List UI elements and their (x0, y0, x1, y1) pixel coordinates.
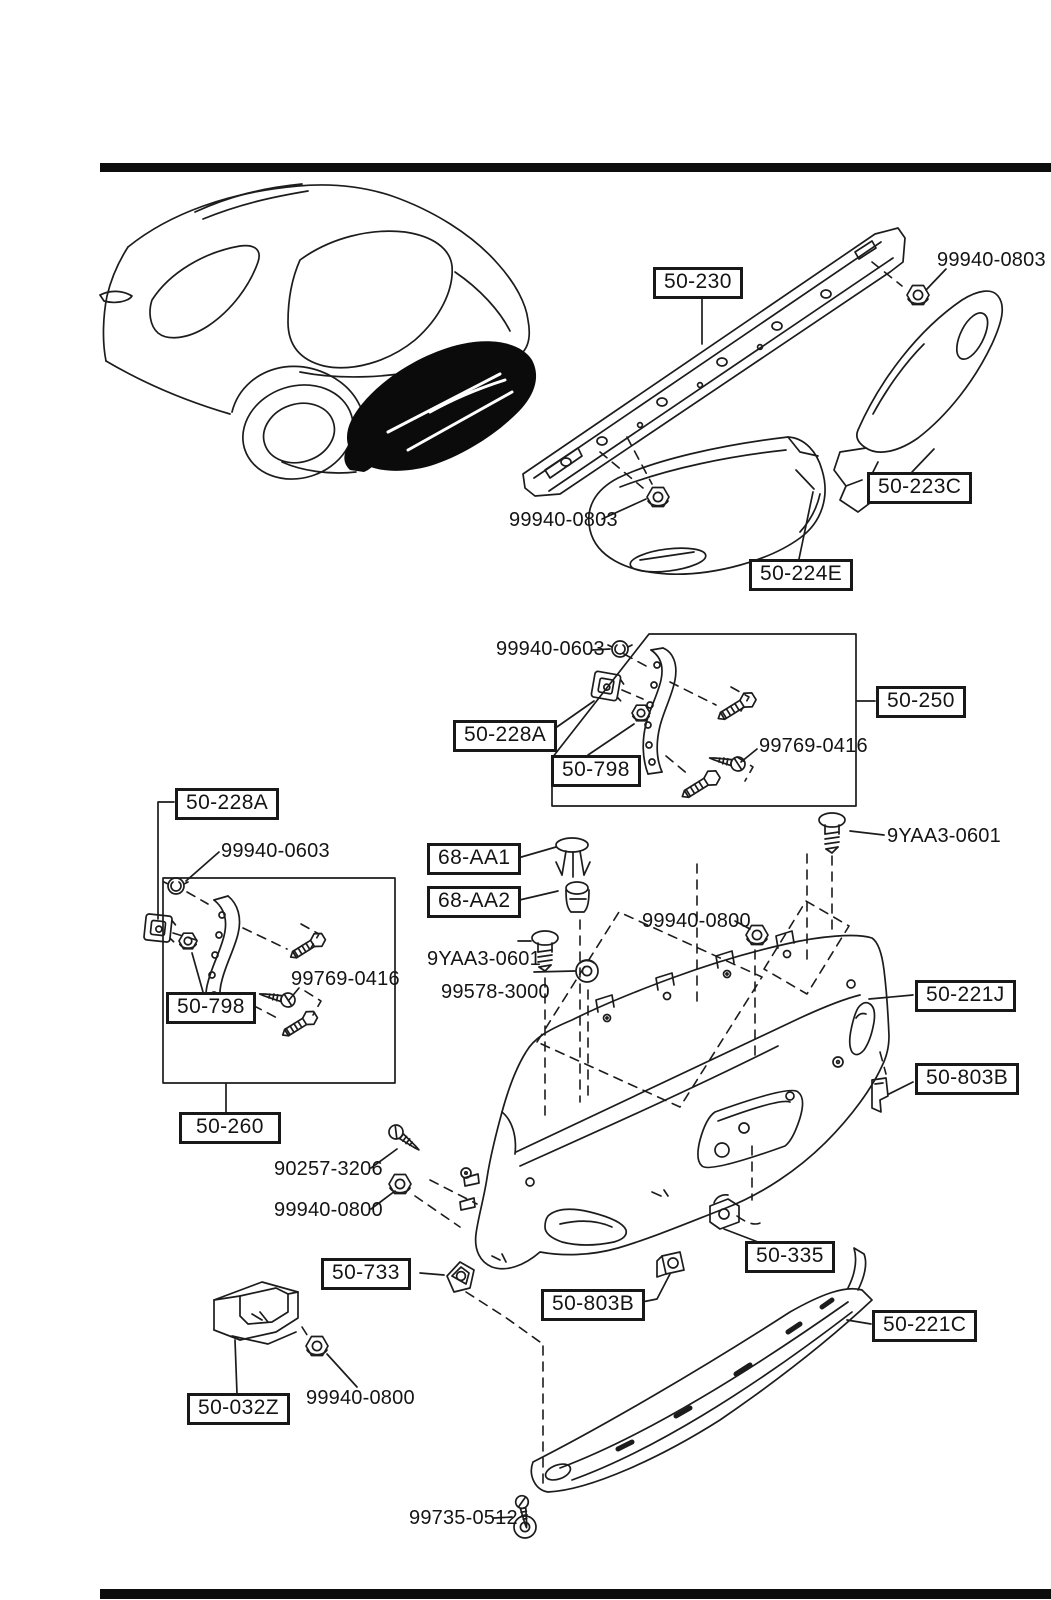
leader-lines (158, 269, 946, 1518)
callout-50-223C: 50-223C (867, 472, 973, 505)
label-99940-0800-bottom: 99940-0800 (306, 1387, 415, 1409)
clip-68-AA2 (566, 882, 589, 912)
label-9YAA3-0601-right: 9YAA3-0601 (887, 825, 1001, 847)
clip-50-733 (447, 1262, 474, 1292)
screw-90257-3206 (385, 1121, 425, 1157)
part-50-224E-center-piece (589, 437, 825, 576)
callout-50-733: 50-733 (321, 1258, 411, 1291)
callout-50-221J: 50-221J (915, 980, 1016, 1013)
clip-50-335 (710, 1195, 739, 1229)
callout-50-228A-mid: 50-228A (453, 720, 558, 753)
callout-50-798-left: 50-798 (166, 992, 256, 1025)
label-99940-0800-upper: 99940-0800 (642, 910, 751, 932)
nut-99940-0803-mid (646, 486, 670, 508)
nut-99940-0803-top (906, 284, 930, 306)
top-rule (100, 163, 1051, 172)
label-99769-0416-left: 99769-0416 (291, 968, 400, 990)
car-illustration (100, 184, 537, 493)
callout-50-032Z: 50-032Z (187, 1393, 291, 1426)
nut-99940-0800-bottom (305, 1335, 329, 1357)
callout-50-803B-right: 50-803B (915, 1063, 1020, 1096)
label-99940-0800-left: 99940-0800 (274, 1199, 383, 1221)
small-clips (447, 1195, 739, 1292)
part-50-032Z-bracket (214, 1282, 298, 1344)
clip-68-AA1 (556, 838, 590, 877)
callout-50-228A-left: 50-228A (175, 788, 280, 821)
label-99940-0603-left: 99940-0603 (221, 840, 330, 862)
label-99940-0603-mid: 99940-0603 (496, 638, 605, 660)
bumper-highlight-details (388, 374, 512, 450)
label-90257-3206: 90257-3206 (274, 1158, 383, 1180)
label-99578-3000: 99578-3000 (441, 981, 550, 1003)
callout-50-260: 50-260 (179, 1112, 281, 1145)
part-50-230-reinforcement (523, 228, 905, 496)
part-50-223C-side-piece (834, 291, 1002, 512)
hidden-lines (173, 262, 902, 1490)
label-99769-0416-mid: 99769-0416 (759, 735, 868, 757)
callout-68-AA1: 68-AA1 (427, 843, 522, 876)
fasteners (305, 284, 930, 1539)
label-99940-0803-mid: 99940-0803 (509, 509, 618, 531)
nut-50-798-mid (631, 704, 651, 722)
callout-50-230: 50-230 (653, 267, 743, 300)
bottom-rule (100, 1589, 1051, 1599)
screw-99735-0512 (514, 1493, 536, 1538)
tab-50-803B-right (872, 1078, 888, 1112)
label-99940-0803-top: 99940-0803 (937, 249, 1046, 271)
callout-50-224E: 50-224E (749, 559, 854, 592)
inset-50-250 (552, 634, 856, 806)
callout-50-250: 50-250 (876, 686, 966, 719)
part-50-221J-bumper-face (460, 931, 889, 1269)
callout-68-AA2: 68-AA2 (427, 886, 522, 919)
callout-50-798-mid: 50-798 (551, 755, 641, 788)
label-9YAA3-0601-left: 9YAA3-0601 (427, 948, 541, 970)
label-99735-0512: 99735-0512 (409, 1507, 518, 1529)
callout-50-335: 50-335 (745, 1241, 835, 1274)
clip-50-803B-loose (657, 1252, 684, 1277)
reinforcement-slots (618, 1300, 832, 1449)
page-rules (100, 163, 1051, 1599)
part-50-221C-lower-reinforcement (531, 1248, 872, 1492)
callout-50-803B-ctr: 50-803B (541, 1289, 646, 1322)
callout-50-221C: 50-221C (872, 1310, 978, 1343)
nut-99940-0800-left (388, 1173, 412, 1195)
bolt-9YAA3-0601-right (818, 812, 846, 854)
